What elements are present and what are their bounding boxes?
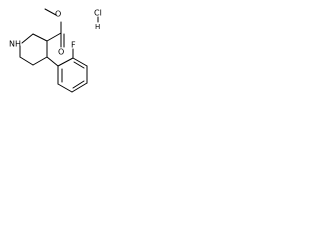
bond-aryl-inner-3 [72, 80, 85, 89]
bond-aryl-4-5 [71, 82, 88, 93]
bond-c4-c5 [32, 56, 48, 66]
bond-c2-c3 [32, 33, 48, 42]
bond-aryl-1-2 [57, 57, 74, 67]
bond-aryl-2-3 [72, 57, 88, 67]
bond-nh-c2 [21, 33, 34, 44]
ester-group [44, 8, 65, 48]
fluorine-label: F [71, 41, 76, 50]
bond-c5-c6 [19, 56, 34, 66]
piperidine-ring [19, 33, 48, 66]
nh-label: NH [9, 40, 21, 49]
hydrogen-label: H [95, 23, 100, 31]
bond-aryl-5-6 [57, 83, 73, 93]
bond-oxygen-methyl [44, 8, 57, 16]
bond-c3-carbonyl-carbon [46, 32, 62, 42]
bond-aryl-inner-2 [73, 61, 85, 69]
carbonyl-oxygen-label: O [58, 48, 64, 57]
fluorophenyl-ring [46, 48, 88, 93]
bond-c4-aryl [46, 56, 59, 67]
methoxy-oxygen-label: O [55, 10, 61, 19]
chemical-structure: NH O O F Cl H [9, 8, 102, 93]
chlorine-label: Cl [94, 9, 102, 18]
